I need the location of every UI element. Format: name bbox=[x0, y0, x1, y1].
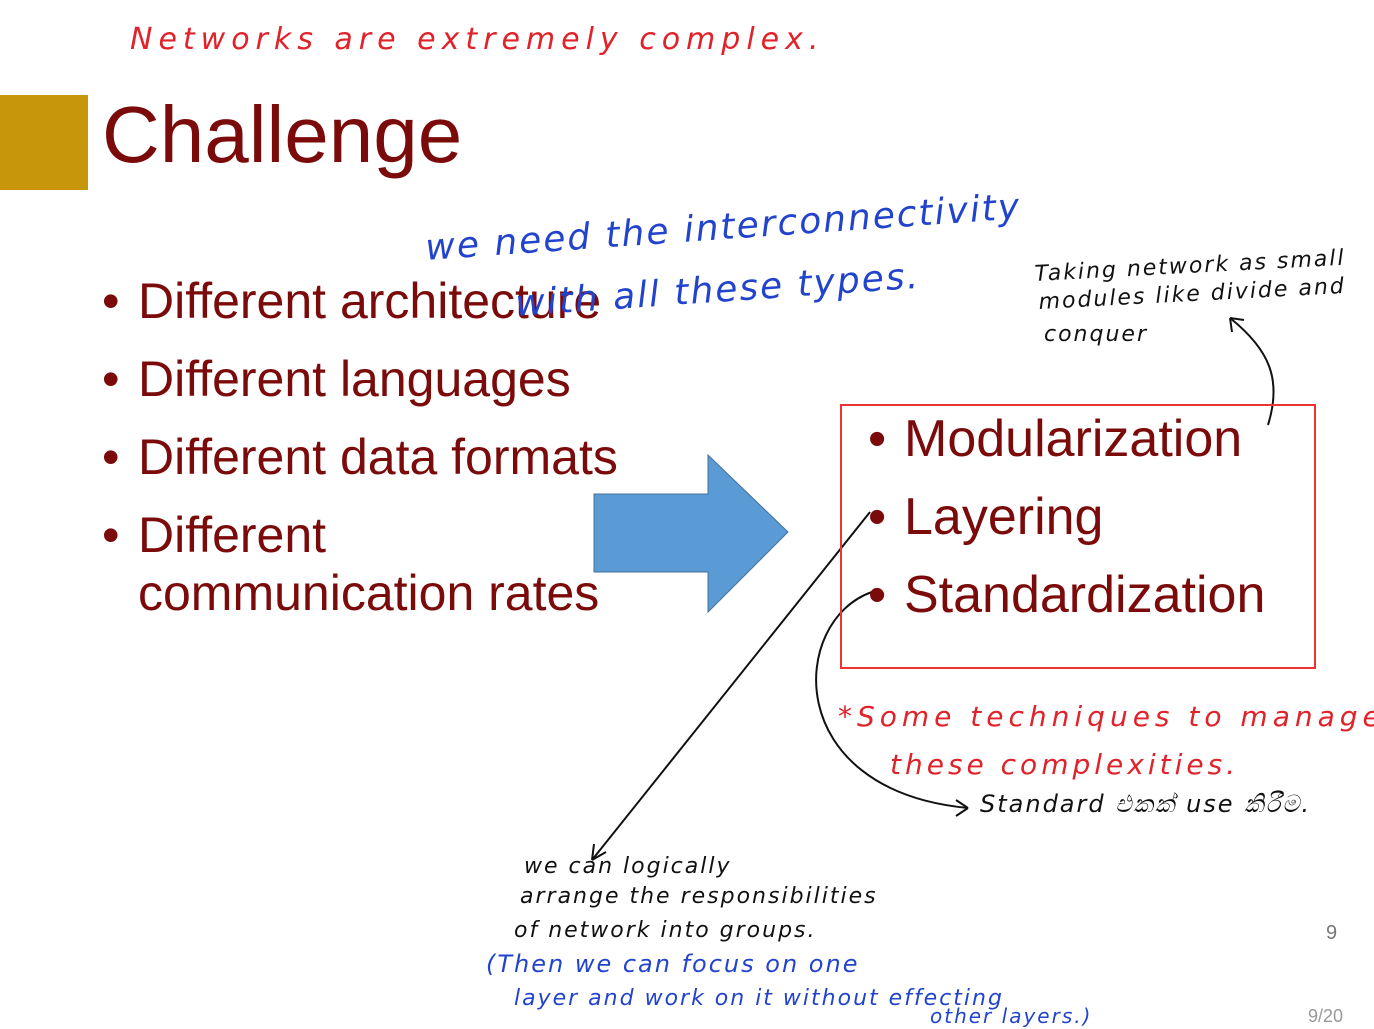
note-layer-1: we can logically bbox=[524, 854, 732, 879]
layering-ink-arrow bbox=[591, 511, 871, 861]
bullet-data-formats: Different data formats bbox=[102, 428, 662, 486]
page-number: 9 bbox=[1326, 922, 1338, 944]
bullet-communication-rates: Different communication rates bbox=[102, 506, 662, 622]
note-techniques-1: *Some techniques to manage bbox=[838, 700, 1374, 733]
note-layer-4: (Then we can focus on one bbox=[486, 950, 860, 978]
modularization-ink-arrow bbox=[1229, 317, 1275, 426]
right-arrow-shape bbox=[593, 453, 789, 614]
title-accent-block bbox=[0, 95, 88, 190]
slide-title: Challenge bbox=[102, 90, 463, 179]
note-layer-2: arrange the responsibilities bbox=[520, 884, 878, 909]
standardization-ink-arrow bbox=[815, 591, 969, 809]
note-standard: Standard එකක් use කිරීම. bbox=[980, 790, 1312, 818]
note-layer-5: layer and work on it without effecting bbox=[514, 986, 1004, 1011]
challenge-list: Different architecture Different languag… bbox=[102, 272, 662, 642]
note-modular-3: conquer bbox=[1044, 322, 1148, 347]
bullet-languages: Different languages bbox=[102, 350, 662, 408]
page-counter: 9/20 bbox=[1308, 1006, 1344, 1026]
note-layer-3: of network into groups. bbox=[514, 918, 817, 943]
solution-modularization: Modularization bbox=[868, 400, 1265, 478]
solution-standardization: Standardization bbox=[868, 556, 1265, 634]
note-networks-complex: Networks are extremely complex. bbox=[130, 22, 825, 57]
solution-layering: Layering bbox=[868, 478, 1265, 556]
bullet-architecture: Different architecture bbox=[102, 272, 662, 330]
note-layer-6: other layers.) bbox=[930, 1004, 1093, 1028]
solutions-list: Modularization Layering Standardization bbox=[868, 400, 1265, 634]
note-techniques-2: these complexities. bbox=[890, 748, 1240, 781]
